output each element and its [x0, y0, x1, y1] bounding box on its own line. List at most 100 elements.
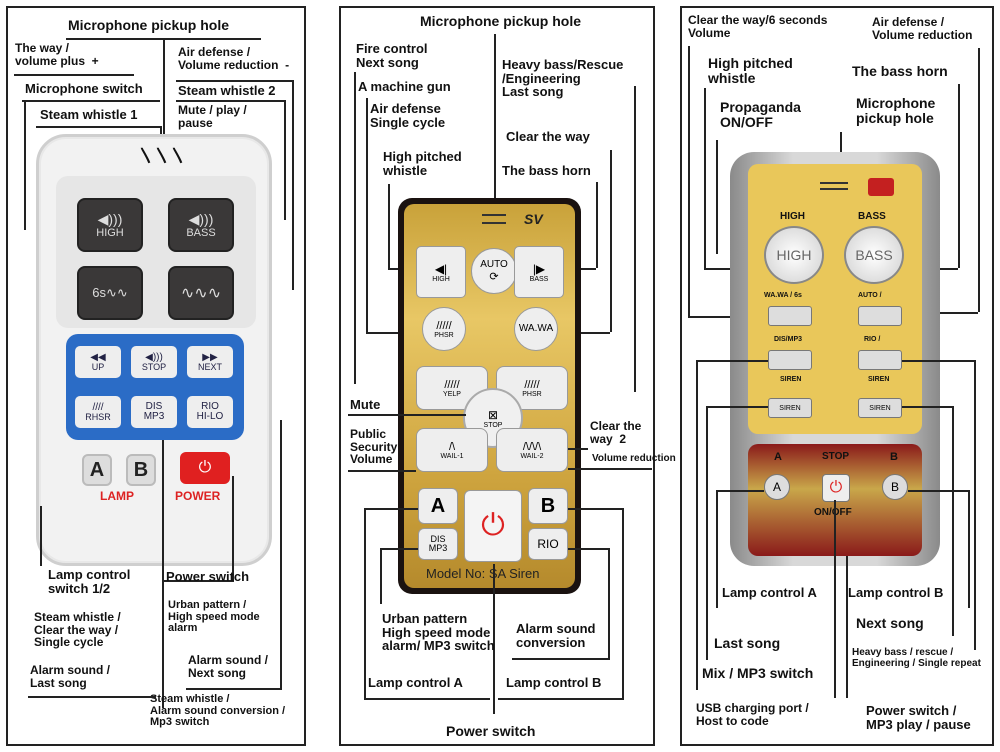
- p2-lampA-label: Lamp control A: [368, 675, 463, 690]
- speaker-icon: ◀))): [188, 211, 214, 227]
- p2-wail1-button[interactable]: /\WAIL-1: [416, 428, 488, 472]
- p3-stop-top: STOP: [822, 451, 850, 462]
- mute-icon: ⊠: [487, 407, 499, 422]
- p3-clear6-label: Clear the way/6 seconds Volume: [688, 13, 828, 40]
- p3-siren-up-button[interactable]: SIREN: [768, 398, 812, 418]
- p1-steam2-label: Steam whistle 2: [178, 83, 276, 98]
- p1-alarm-last-label: Alarm sound / Last song: [30, 663, 111, 690]
- p3-next-label: Next song: [856, 615, 924, 631]
- p2-heavy-label: Heavy bass/Rescue /Engineering Last song: [502, 57, 624, 100]
- p1-6s-button[interactable]: 6s∿∿: [77, 266, 143, 320]
- p2-dis-mp3-button[interactable]: DIS MP3: [418, 528, 458, 560]
- wave-icon: /\: [448, 440, 456, 453]
- p3-a-button[interactable]: A: [764, 474, 790, 500]
- forward-icon: ▶▶: [202, 352, 218, 363]
- p1-high-button[interactable]: ◀))) HIGH: [77, 198, 143, 252]
- p1-power-label: Power switch: [166, 569, 250, 584]
- cycle-icon: ⟳: [489, 270, 499, 283]
- p2-alarm-label: Alarm sound conversion: [516, 621, 596, 650]
- p2-public-label: Public Security Volume: [350, 427, 398, 467]
- p1-steam-clear-label: Steam whistle / Clear the way / Single c…: [34, 610, 121, 650]
- p1-speaker-grill-icon: 〵〵〵: [138, 149, 187, 166]
- p3-mix-label: Mix / MP3 switch: [702, 665, 814, 681]
- p3-high-top: HIGH: [780, 211, 805, 222]
- p1-rhsr-button[interactable]: ////RHSR: [75, 396, 121, 428]
- p2-air-label: Air defense Single cycle: [370, 101, 446, 130]
- p2-a-button[interactable]: A: [418, 488, 458, 524]
- p2-mute-label: Mute: [350, 397, 381, 412]
- speaker-icon: |▶: [532, 261, 546, 276]
- p3-rio-label: RIO /: [864, 336, 881, 343]
- wave-icon: /////: [524, 378, 540, 391]
- p3-airdef-label: Air defense / Volume reduction: [872, 15, 973, 42]
- p3-wawa-button[interactable]: [768, 306, 812, 326]
- p3-rio-button[interactable]: [858, 350, 902, 370]
- p3-dis-button[interactable]: [768, 350, 812, 370]
- p3-usb-label: USB charging port / Host to code: [696, 701, 809, 728]
- power-icon: ⏻: [198, 459, 212, 476]
- p3-auto-button[interactable]: [858, 306, 902, 326]
- p1-b-button[interactable]: B: [126, 454, 156, 486]
- p2-phsr-button[interactable]: /////PHSR: [422, 307, 466, 351]
- p1-alarm-next-label: Alarm sound / Next song: [188, 653, 269, 680]
- p1-mic-hole-label: Microphone pickup hole: [68, 17, 230, 33]
- p3-high-button[interactable]: HIGH: [764, 226, 824, 284]
- p1-lamp-text: LAMP: [100, 489, 134, 503]
- p2-wawa-button[interactable]: WA.WA: [514, 307, 558, 351]
- p2-auto-button[interactable]: AUTO⟳: [471, 248, 517, 294]
- p1-stop-button[interactable]: ◀)))STOP: [131, 346, 177, 378]
- wave-icon: ////: [92, 402, 104, 413]
- p2-rio-button[interactable]: RIO: [528, 528, 568, 560]
- wave-icon: /////: [444, 378, 460, 391]
- p1-dis-mp3-button[interactable]: DIS MP3: [131, 396, 177, 428]
- p3-auto-label: AUTO /: [858, 292, 882, 299]
- power-icon: ⏻: [481, 509, 505, 542]
- p2-lampB-label: Lamp control B: [506, 675, 602, 690]
- p2-mic-hole-label: Microphone pickup hole: [420, 13, 582, 29]
- p2-b-button[interactable]: B: [528, 488, 568, 524]
- p1-next-button[interactable]: ▶▶NEXT: [187, 346, 233, 378]
- p3-power-button[interactable]: ⏻: [822, 474, 850, 502]
- p3-bass-button[interactable]: BASS: [844, 226, 904, 284]
- wave-icon: 6s∿∿: [92, 285, 128, 300]
- p1-up-button[interactable]: ◀◀UP: [75, 346, 121, 378]
- p1-a-button[interactable]: A: [82, 454, 112, 486]
- p2-power-button[interactable]: ⏻: [464, 490, 522, 562]
- wave-icon: ∿∿∿: [180, 285, 222, 302]
- p3-wawa-label: WA.WA / 6s: [764, 292, 802, 299]
- p3-dis-label: DIS/MP3: [774, 336, 803, 343]
- p2-clear-label: Clear the way: [506, 129, 590, 144]
- p2-high-label: High pitched whistle: [383, 149, 462, 178]
- p2-bass-button[interactable]: |▶BASS: [514, 246, 564, 298]
- p1-wave-button[interactable]: ∿∿∿: [168, 266, 234, 320]
- rewind-icon: ◀◀: [90, 352, 106, 363]
- p1-bass-button[interactable]: ◀))) BASS: [168, 198, 234, 252]
- p1-power-text: POWER: [175, 489, 221, 503]
- power-icon: ⏻: [829, 479, 843, 496]
- p3-b-top: B: [890, 451, 898, 463]
- p1-mic-switch-label: Microphone switch: [25, 81, 143, 96]
- p1-air-defense-label: Air defense / Volume reduction -: [178, 45, 290, 72]
- p3-mic-label: Microphone pickup hole: [856, 95, 936, 126]
- p3-prop-label: Propaganda ON/OFF: [720, 99, 801, 130]
- p1-steam1-label: Steam whistle 1: [40, 107, 138, 122]
- p2-high-button[interactable]: ◀|HIGH: [416, 246, 466, 298]
- p3-onoff: ON/OFF: [814, 507, 852, 518]
- p1-urban-label: Urban pattern / High speed mode alarm: [168, 599, 260, 635]
- p2-fire-label: Fire control Next song: [356, 41, 428, 70]
- p1-lamp12-label: Lamp control switch 1/2: [48, 567, 131, 596]
- p2-yelp-button[interactable]: /////YELP: [416, 366, 488, 410]
- p3-b-button[interactable]: B: [882, 474, 908, 500]
- p2-wail2-button[interactable]: /\/\/\WAIL-2: [496, 428, 568, 472]
- speaker-icon: ◀))): [97, 211, 123, 227]
- wave-icon: /////: [436, 319, 452, 332]
- p3-siren1: SIREN: [780, 376, 802, 383]
- p2-logo: SV: [524, 211, 543, 227]
- p1-rio-button[interactable]: RIO HI-LO: [187, 396, 233, 428]
- p3-logo-icon: [868, 178, 894, 196]
- p1-way-plus-label: The way / volume plus +: [15, 41, 99, 68]
- p1-power-button[interactable]: ⏻: [180, 452, 230, 484]
- p3-siren-down-button[interactable]: SIREN: [858, 398, 902, 418]
- p3-mic-grill: [820, 182, 848, 190]
- p3-highp-label: High pitched whistle: [708, 55, 793, 86]
